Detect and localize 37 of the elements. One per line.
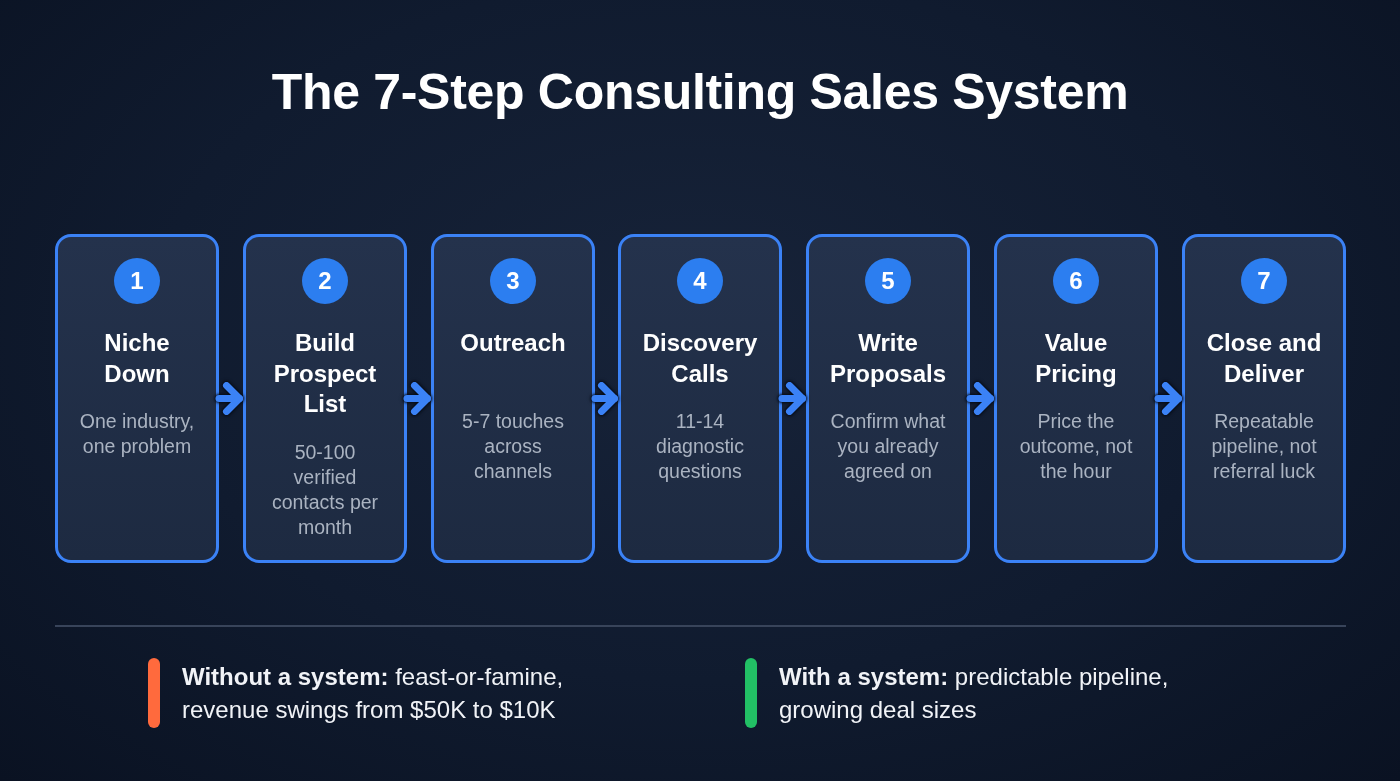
step-number-badge: 6 xyxy=(1053,258,1099,304)
arrow xyxy=(966,382,994,415)
step-card xyxy=(1182,234,1346,563)
step-card xyxy=(243,234,407,563)
step-title: Discovery Calls xyxy=(641,328,759,389)
step-description: One industry, one problem xyxy=(78,409,196,459)
step-description: Price the outcome, not the hour xyxy=(1018,409,1134,484)
step-title: Close and Deliver xyxy=(1205,328,1323,389)
step-description: 50-100 verified contacts per month xyxy=(270,439,380,540)
step-description: 5-7 touches across channels xyxy=(461,409,565,484)
step-card xyxy=(431,234,595,563)
step-card xyxy=(806,234,970,563)
step-number-badge: 5 xyxy=(865,258,911,304)
arrow xyxy=(215,382,243,415)
step-number-badge: 4 xyxy=(677,258,723,304)
arrow xyxy=(403,382,431,415)
step-description: 11-14 diagnostic questions xyxy=(655,409,745,484)
step-card xyxy=(618,234,782,563)
step-number-badge: 2 xyxy=(302,258,348,304)
legend-text: With a system: predictable pipeline, growing deal sizes xyxy=(779,662,1170,725)
step-title: Niche Down xyxy=(103,328,171,389)
step-title: Value Pricing xyxy=(1034,328,1118,389)
step-title: Build Prospect List xyxy=(272,328,378,419)
step-title: Write Proposals xyxy=(828,328,947,389)
arrow xyxy=(591,382,618,415)
arrow xyxy=(1154,382,1182,415)
step-title: Outreach xyxy=(459,328,567,358)
step-card xyxy=(994,234,1158,563)
step-description: Confirm what you already agreed on xyxy=(829,409,947,484)
legend-text: Without a system: feast-or-famine, revenue swings from $50K to $10K xyxy=(182,662,565,725)
step-card xyxy=(55,234,219,563)
step-description: Repeatable pipeline, not referral luck xyxy=(1210,409,1318,484)
step-number-badge: 7 xyxy=(1241,258,1287,304)
arrow xyxy=(778,382,806,415)
step-number-badge: 1 xyxy=(114,258,160,304)
step-number-badge: 3 xyxy=(490,258,536,304)
diagram-title: The 7-Step Consulting Sales System xyxy=(271,63,1129,122)
